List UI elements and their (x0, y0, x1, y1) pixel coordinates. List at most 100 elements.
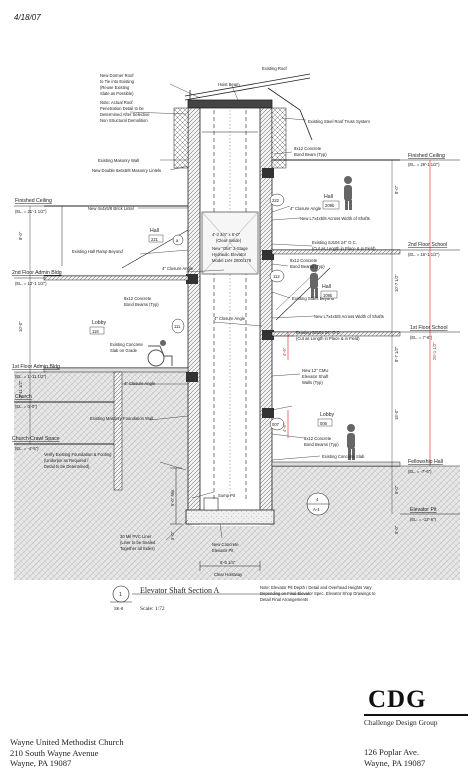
dim-red-1: 4'-6" (282, 347, 287, 356)
level-finished-ceiling-left-el: (EL. = 21'-1 1/2") (15, 209, 47, 214)
dim-left-top: 8'-0" (18, 231, 23, 240)
room-lobby-right: Lobby (320, 412, 335, 418)
callout-joists-1b: (Cut as Length in Place & in Field) (312, 246, 376, 251)
callout-new-pit-2: Elevator Pit (212, 548, 234, 553)
callout-verify-1: Verify Existing Foundation & Footing (44, 452, 112, 457)
elevator-make: New "Otis" 2-Stage (212, 246, 248, 251)
callout-cmu-1: New 12" CMU (302, 368, 328, 373)
bottom-note-3: Detail Final Arrangements (260, 597, 308, 602)
callout-note-1: Note: Actual Roof (100, 100, 133, 105)
level-elevator-pit: Elevator Pit (410, 507, 437, 513)
level-church-crawl-space: Church Crawl Space (12, 436, 60, 442)
door-tag-222: 222 (272, 198, 280, 203)
callout-steel-truss: Existing Steel Roof Truss System (308, 119, 370, 124)
callout-sump-pit: Sump Pit (218, 493, 236, 498)
door-tags (171, 193, 285, 431)
callout-bond-beams-mid-2: Bond Beams (Typ) (290, 264, 325, 269)
callout-joists-2b: (Cut as Length in Place & in Field) (296, 336, 360, 341)
detail-reference-sheet: A-4 (313, 507, 320, 512)
callout-dormer-2: to Tie into Existing (100, 79, 135, 84)
dim-right-top: 8'-0" (394, 185, 399, 194)
level-second-floor-school: 2nd Floor School (408, 242, 447, 248)
callout-bond-beam-top-1: 8x12 Concrete (294, 146, 322, 151)
level-first-floor-admin-el: (EL. = 1'-11 1/2") (15, 374, 47, 379)
level-markers-left (14, 205, 46, 445)
callout-dormer-3: (Reuse Existing (100, 85, 130, 90)
drawing-date: 4/18/07 (14, 13, 41, 22)
dim-total: 25'-1 1/2" (432, 342, 437, 360)
callout-bond-beams-bot-2: Bond Beams (Typ) (304, 442, 339, 447)
dim-left-low: 3'-11 1/2" (18, 380, 23, 398)
callout-joists-2: Existing SJ104 24" O.C. (296, 330, 341, 335)
wheelchair-figure (147, 340, 173, 367)
section-marker-number: 1 (119, 592, 122, 598)
callout-joists-1: Existing SJ104 24" O.C. (312, 240, 357, 245)
door-tag-111: 111 (174, 324, 181, 329)
callout-closure-angle-3: 4" Closure Angle (214, 316, 246, 321)
pit-dimensions (170, 467, 261, 571)
person-figure-upper (344, 176, 352, 210)
dim-left-mid: 10'-0" (18, 321, 23, 332)
client-city: Wayne, PA 19087 (10, 758, 72, 768)
logo-rule (364, 714, 468, 716)
callout-note-2: Penetration Detail to be (100, 106, 144, 111)
callout-dormer-1: New Dormer Roof (100, 73, 134, 78)
room-hall-mid: Hall (322, 284, 331, 290)
leader-lines (122, 83, 321, 541)
level-fellowship-hall: Fellowship Hall (408, 459, 443, 465)
level-finished-ceiling-right: Finished Ceiling (408, 153, 445, 159)
callout-verify-3: Detail to be Determined) (44, 464, 90, 469)
elevator-size: 4'-3 3/4" x 6'-0" (212, 232, 241, 237)
section-title: Elevator Shaft Section A (140, 586, 220, 595)
dim-right-e: 5'-0" (394, 525, 399, 534)
level-first-floor-admin: 1st Floor Admin Bldg (12, 364, 60, 370)
level-church-crawl-space-el: (EL. = -4'-5") (15, 446, 39, 451)
level-church: Church (15, 394, 32, 400)
level-second-floor-admin-el: (EL. = 13'-1 1/2") (15, 281, 47, 286)
room-hall-left: Hall (150, 228, 159, 234)
callout-note-4: Non Structural Demolition (100, 118, 148, 123)
detail-reference-number: 4 (316, 497, 319, 502)
dim-left-pit-2: 5'-0" (170, 531, 175, 540)
logo-mark: CDG (368, 686, 427, 713)
level-church-el: (EL. = 0'-0") (15, 404, 38, 409)
dim-red-2: 4'-6" (282, 423, 287, 432)
callout-bond-beams-bot-1: 8x12 Concrete (304, 436, 332, 441)
callout-closure-angle-4: 4" Closure Angle (124, 381, 156, 386)
dim-right-c: 15'-0" (394, 409, 399, 420)
company-logo: CDG Challenge Design Group (364, 686, 470, 727)
dim-right-a: 10'-7 1/2" (394, 274, 399, 292)
room-hall-upper-number: 209b (325, 203, 335, 208)
person-figure-middle (310, 264, 318, 298)
level-finished-ceiling-right-el: (EL. = 26'-1 1/2") (408, 162, 440, 167)
floors-right (271, 159, 401, 467)
level-finished-ceiling-left: Finished Ceiling (15, 198, 52, 204)
door-tag-a: a (176, 238, 179, 243)
level-first-floor-school-el: (EL. = 7'-6") (410, 335, 433, 340)
hoistway-dimension: 6'-6 1/4" (220, 560, 236, 565)
callout-verify-2: (Underpin as Required / (44, 458, 89, 463)
callout-bond-beams-mid-1: 8x12 Concrete (290, 258, 318, 263)
room-hall-upper: Hall (324, 194, 333, 200)
ground-fill (14, 372, 460, 580)
callout-masonry-foundation: Existing Masonry Foundation Wall (90, 416, 153, 421)
dim-right-d: 5'-0" (394, 485, 399, 494)
elevator-size-note: (Clear Inside) (216, 238, 242, 243)
office-street: 126 Poplar Ave. (364, 747, 419, 757)
room-hall-mid-number: 109b (323, 293, 333, 298)
callout-bond-beams-low-1: 8x12 Concrete (124, 296, 152, 301)
level-first-floor-school: 1st Floor School (410, 325, 447, 331)
callout-new-pit-1: New Concrete (212, 542, 239, 547)
level-markers-right (287, 159, 460, 515)
callout-ramp-beyond: Existing Hall Ramp Beyond (72, 249, 123, 254)
callout-clear-hoistway: Clear Hoistway (214, 572, 243, 577)
room-lobby-left-number: 118 (92, 329, 99, 334)
callout-cmu-3: Walls (Typ) (302, 380, 323, 385)
section-marker-sheet: SK-8 (114, 606, 124, 611)
office-city: Wayne, PA 19087 (364, 757, 426, 768)
door-tag-007: 007 (272, 422, 280, 427)
callout-new-l7-2: New L7x4x5/8 Across Width of Shafts (314, 314, 384, 319)
floors-left (14, 205, 189, 491)
callout-pvc-1: 30 Mil PVC Liner (120, 534, 152, 539)
